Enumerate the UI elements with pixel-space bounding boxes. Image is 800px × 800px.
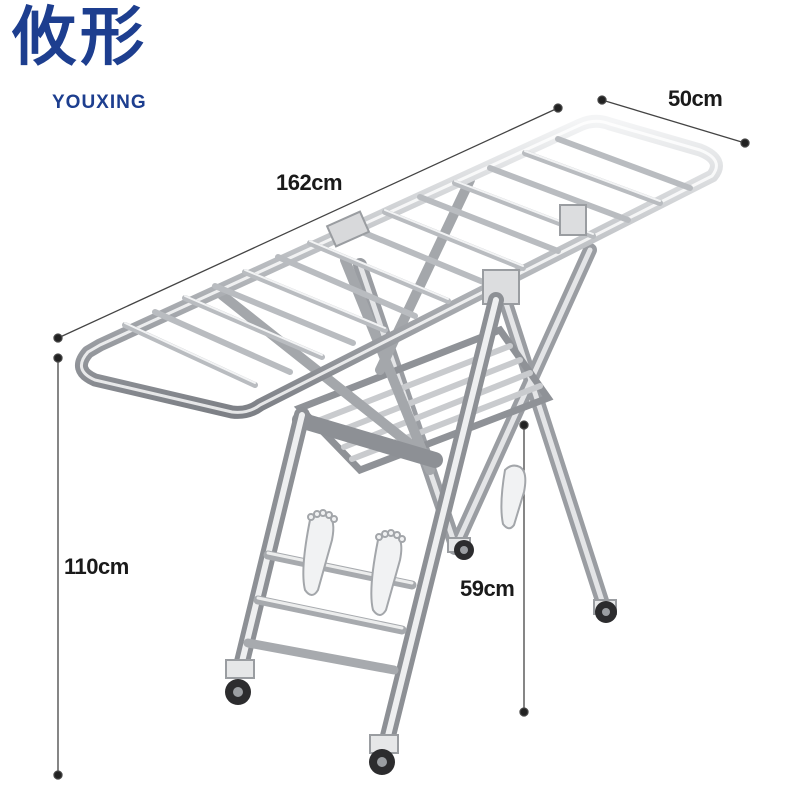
dimension-lines bbox=[53, 95, 750, 780]
rack-top-frame bbox=[75, 114, 723, 419]
height-dimension-dot bbox=[53, 353, 63, 363]
hinge-block bbox=[559, 204, 587, 236]
length-dimension-line bbox=[57, 107, 559, 339]
height-dimension-dot bbox=[53, 770, 63, 780]
length-dimension-dot bbox=[53, 333, 63, 343]
caster-wheel-icon bbox=[225, 537, 617, 775]
foot-pedal-icon bbox=[302, 464, 527, 616]
brand-logo-english: YOUXING bbox=[52, 92, 147, 113]
width-dimension-dot bbox=[740, 138, 750, 148]
length-dimension-dot bbox=[553, 103, 563, 113]
hinge-block bbox=[325, 210, 371, 248]
inner-height-dimension-dot bbox=[519, 707, 529, 717]
width-dimension-line bbox=[601, 99, 746, 144]
width-label: 50cm bbox=[668, 86, 723, 111]
inner-height-dimension-dot bbox=[519, 420, 529, 430]
height-label: 110cm bbox=[64, 554, 129, 579]
brand-logo-chinese: 攸形 bbox=[12, 0, 148, 75]
width-dimension-dot bbox=[597, 95, 607, 105]
inner-height-label: 59cm bbox=[460, 576, 515, 601]
rack-top-rods bbox=[122, 136, 693, 388]
length-label: 162cm bbox=[276, 170, 343, 195]
